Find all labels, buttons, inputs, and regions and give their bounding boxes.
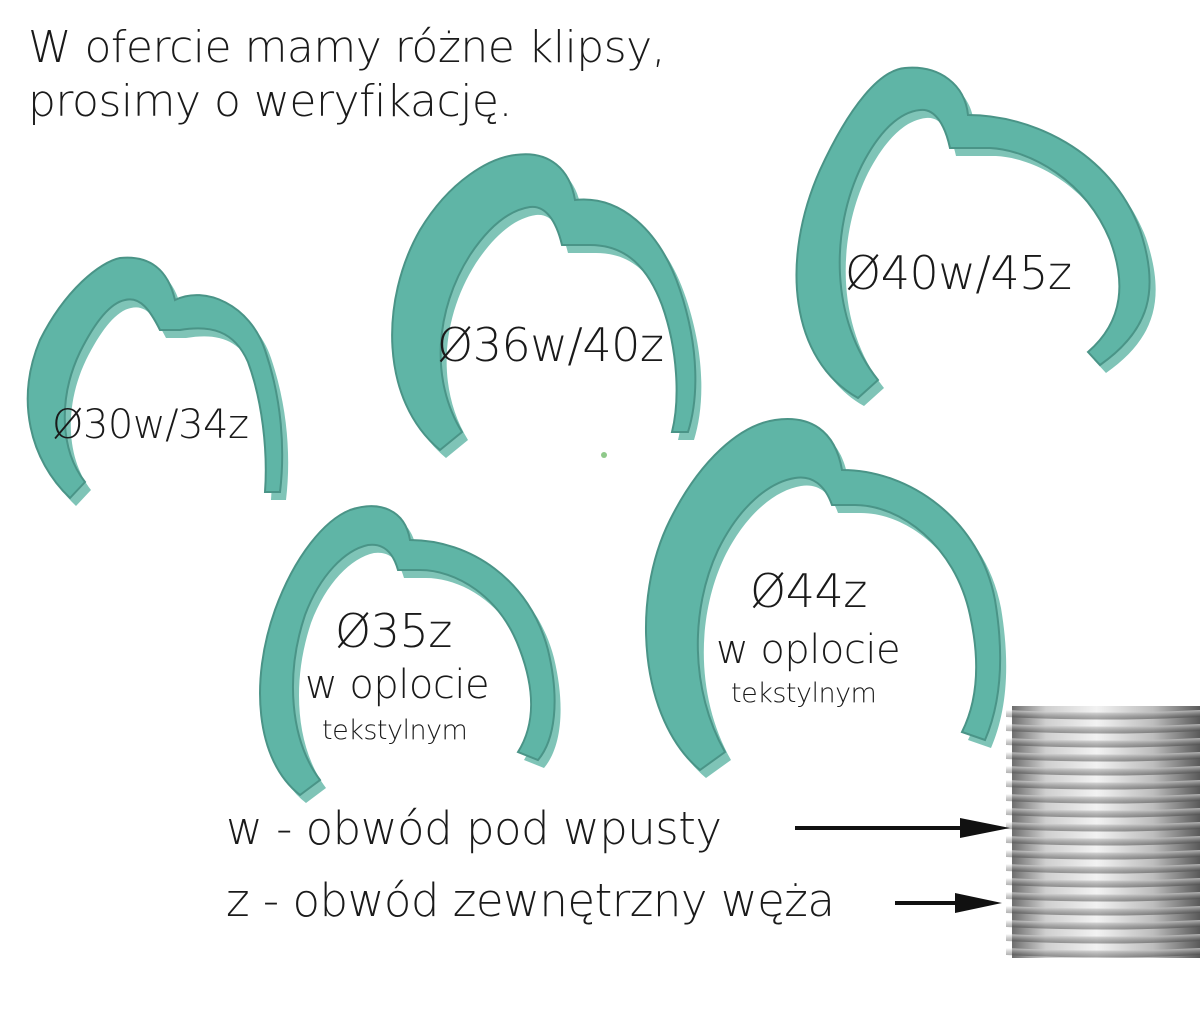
clip-44-line3: tekstylnym — [731, 678, 877, 709]
hose-ridge — [1006, 808, 1200, 818]
hose-ridge — [1006, 878, 1200, 888]
corrugated-hose-icon — [1006, 706, 1200, 958]
hose-ridge — [1006, 710, 1200, 720]
hose-ridge — [1006, 794, 1200, 804]
hose-ridge — [1006, 724, 1200, 734]
clip-36-shape — [391, 153, 702, 458]
hose-ridge — [1006, 752, 1200, 762]
clip-36-size-label: Ø36w/40z — [437, 318, 664, 372]
clip-35-line2: w oplocie — [305, 662, 490, 708]
hose-ridge — [1006, 934, 1200, 944]
hose-ridge — [1006, 738, 1200, 748]
hose-ridge — [1006, 822, 1200, 832]
legend-w: w - obwód pod wpusty — [226, 802, 722, 855]
legend-z: z - obwód zewnętrzny węża — [226, 874, 835, 927]
clip-44-shape — [645, 418, 1007, 778]
hose-ridge — [1006, 892, 1200, 902]
clip-35-size-label: Ø35z — [335, 604, 452, 658]
arrow-right-icon — [895, 893, 1002, 913]
clip-35-line3: tekstylnym — [322, 715, 468, 746]
hose-ridge — [1006, 850, 1200, 860]
hose-ridge — [1006, 920, 1200, 930]
arrow-right-icon — [795, 818, 1010, 838]
heading-line-1: W ofercie mamy różne klipsy, — [28, 22, 666, 73]
clip-40-size-label: Ø40w/45z — [845, 246, 1072, 300]
hose-ridge — [1006, 906, 1200, 916]
clip-44-size-label: Ø44z — [750, 564, 867, 618]
hose-ridge — [1006, 766, 1200, 776]
hose-ridge — [1006, 948, 1200, 958]
clip-30-size-label: Ø30w/34z — [52, 402, 249, 448]
hose-ridge — [1006, 780, 1200, 790]
clip-35-shape — [259, 505, 561, 803]
clip-40-shape — [795, 66, 1156, 406]
clip-30-shape — [26, 256, 289, 506]
dot — [601, 452, 607, 458]
hose-ridge — [1006, 836, 1200, 846]
hose-ridge — [1006, 864, 1200, 874]
clip-44-line2: w oplocie — [716, 627, 901, 673]
heading-line-2: prosimy o weryfikację. — [28, 76, 512, 127]
